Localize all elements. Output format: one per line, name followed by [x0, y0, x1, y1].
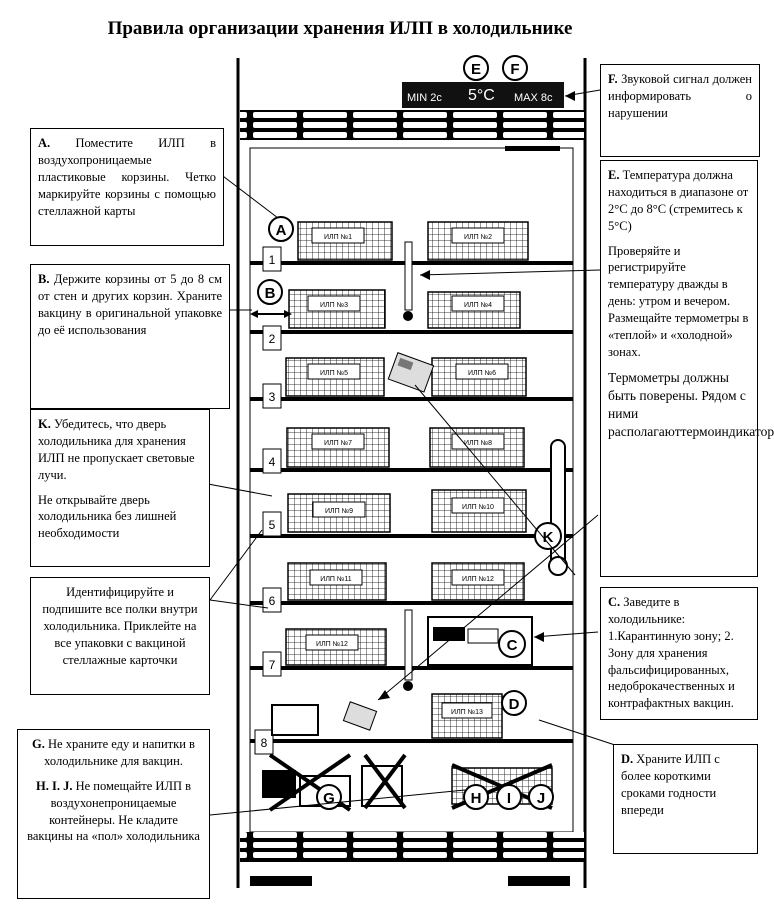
svg-text:H: H	[471, 790, 482, 807]
svg-text:ИЛП №13: ИЛП №13	[451, 709, 483, 716]
display-temp: 5°C	[468, 87, 495, 104]
display-label-f: F	[502, 55, 528, 81]
note-d: D. Храните ИЛП с более короткими сроками…	[613, 744, 758, 854]
shelf-number-1: 1	[262, 246, 282, 272]
temp-indicator-card-2	[342, 701, 378, 731]
top-vent-grill	[240, 110, 584, 140]
basket-7: ИЛП №7	[286, 427, 390, 468]
basket-3: ИЛП №3	[288, 289, 386, 329]
svg-text:ИЛП №6: ИЛП №6	[468, 370, 496, 377]
basket-12: ИЛП №12	[431, 562, 525, 601]
display-min: MIN 2c	[407, 92, 442, 104]
marker-a: A	[268, 216, 294, 242]
svg-text:ИЛП №2: ИЛП №2	[464, 234, 492, 241]
baskets: ИЛП №1 ИЛП №2 ИЛП №3 ИЛП №4 ИЛП №5 ИЛП №…	[285, 221, 529, 739]
note-b: B. Держите корзины от 5 до 8 см от стен …	[30, 264, 230, 409]
thermometer-bottom	[403, 609, 413, 691]
marker-h: H	[463, 784, 489, 810]
shelf-number-4: 4	[262, 448, 282, 474]
svg-text:I: I	[507, 790, 511, 807]
note-g-hij: G. Не храните еду и напитки в холодильни…	[17, 729, 210, 899]
basket-6: ИЛП №6	[431, 357, 527, 397]
marker-k: K	[534, 522, 562, 550]
svg-text:ИЛП №12: ИЛП №12	[462, 576, 494, 583]
svg-text:7: 7	[269, 658, 276, 672]
shelf-number-5: 5	[262, 511, 282, 537]
svg-text:4: 4	[269, 455, 276, 469]
page-title: Правила организации хранения ИЛП в холод…	[107, 18, 573, 39]
svg-text:2: 2	[269, 332, 276, 346]
basket-14: ИЛП №13	[431, 693, 503, 739]
svg-text:ИЛП №4: ИЛП №4	[464, 302, 492, 309]
marker-i: I	[496, 784, 522, 810]
svg-text:ИЛП №10: ИЛП №10	[462, 504, 494, 511]
svg-text:8: 8	[261, 736, 268, 750]
marker-g: G	[316, 784, 342, 810]
svg-text:1: 1	[269, 253, 276, 267]
shelf-number-6: 6	[262, 587, 282, 613]
note-a: A. Поместите ИЛП в воздухопроницаемые пл…	[30, 128, 224, 246]
basket-5: ИЛП №5	[285, 357, 385, 397]
note-f: F. Звуковой сигнал должен информировать …	[600, 64, 760, 157]
svg-text:F: F	[510, 61, 519, 78]
shelf-number-7: 7	[262, 651, 282, 677]
svg-text:ИЛП №8: ИЛП №8	[464, 440, 492, 447]
svg-text:6: 6	[269, 594, 276, 608]
display-label-e: E	[463, 55, 489, 81]
note-identify-shelves: Идентифицируйте и подпишите все полки вн…	[30, 577, 210, 695]
svg-text:ИЛП №7: ИЛП №7	[324, 440, 352, 447]
container-box	[271, 704, 319, 736]
svg-text:B: B	[265, 285, 276, 302]
shelf-numbers: 1 2 3 4 5 6 7 8	[254, 246, 282, 755]
temperature-display: MIN 2c 5°C MAX 8c	[402, 82, 564, 108]
basket-13: ИЛП №12	[285, 628, 387, 666]
svg-text:K: K	[543, 529, 554, 546]
note-e: E. Температура должна находиться в диапа…	[600, 160, 774, 577]
basket-2: ИЛП №2	[427, 221, 529, 261]
svg-text:ИЛП №12: ИЛП №12	[316, 641, 348, 648]
svg-text:ИЛП №1: ИЛП №1	[324, 234, 352, 241]
shelf-number-8: 8	[254, 729, 274, 755]
shelf-number-3: 3	[262, 383, 282, 409]
marker-d: D	[501, 690, 527, 716]
temp-indicator-card	[387, 352, 435, 393]
svg-text:ИЛП №5: ИЛП №5	[320, 370, 348, 377]
basket-8: ИЛП №8	[429, 427, 525, 468]
svg-text:G: G	[323, 790, 335, 807]
marker-b: B	[257, 279, 283, 305]
basket-11: ИЛП №11	[287, 562, 387, 601]
thermometer-top	[403, 241, 413, 321]
svg-text:ИЛП №11: ИЛП №11	[320, 576, 351, 583]
svg-text:E: E	[471, 61, 481, 78]
marker-c: C	[498, 630, 526, 658]
svg-text:5: 5	[269, 518, 276, 532]
svg-text:ИЛП №3: ИЛП №3	[320, 302, 348, 309]
svg-text:ИЛП №9: ИЛП №9	[325, 508, 353, 515]
svg-text:A: A	[276, 222, 287, 239]
basket-1: ИЛП №1	[297, 221, 393, 261]
note-c: C. Заведите в холодильнике: 1.Карантинну…	[600, 587, 758, 720]
basket-9: ИЛП №9	[287, 493, 391, 533]
shelf-number-2: 2	[262, 325, 282, 351]
note-k: K. Убедитесь, что дверь холодильника для…	[30, 409, 210, 567]
bottom-vent-grill	[240, 832, 584, 862]
svg-text:C: C	[507, 637, 518, 654]
svg-text:D: D	[509, 696, 520, 713]
basket-10: ИЛП №10	[431, 489, 527, 533]
basket-4: ИЛП №4	[427, 291, 521, 329]
svg-text:J: J	[537, 790, 545, 807]
svg-text:3: 3	[269, 390, 276, 404]
display-max: MAX 8c	[514, 92, 553, 104]
marker-j: J	[528, 784, 554, 810]
